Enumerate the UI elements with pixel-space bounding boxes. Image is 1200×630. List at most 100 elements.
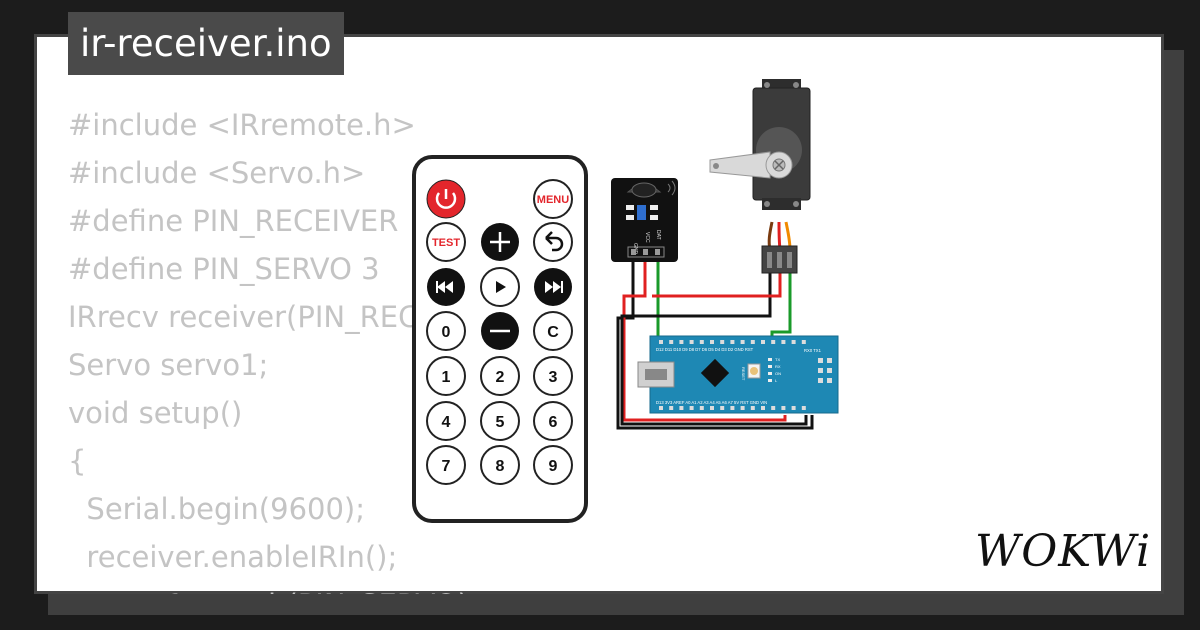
digit-4-button[interactable] — [426, 401, 466, 441]
header-pin — [771, 406, 776, 410]
pin-label-dat: DAT — [655, 230, 661, 240]
header-pin — [801, 340, 806, 344]
code-line: #include <IRremote.h> — [68, 108, 416, 142]
ir-sensor-module[interactable]: GND VCC DAT — [611, 178, 678, 262]
digit-2-label: 2 — [496, 369, 505, 386]
digit-3-label: 3 — [549, 369, 558, 386]
pin-label-gnd: GND — [632, 243, 638, 255]
header-pin — [801, 406, 806, 410]
wokwi-logo: WOKWi — [975, 526, 1152, 577]
pin-header-bottom — [659, 406, 806, 410]
code-line: receiver.enableIRIn(); — [68, 540, 398, 574]
file-name-tab: ir-receiver.ino — [68, 12, 344, 75]
header-pin — [699, 340, 704, 344]
test-button[interactable] — [426, 222, 466, 262]
digit-2-button[interactable] — [480, 356, 520, 396]
header-pin — [781, 340, 786, 344]
header-pin — [791, 340, 796, 344]
header-pin — [761, 340, 765, 344]
led-on — [768, 372, 772, 375]
header-pin — [720, 406, 725, 410]
reset-label: RESET — [741, 367, 746, 381]
header-pin — [679, 340, 684, 344]
microcontroller-chip — [700, 358, 730, 388]
header-pin — [781, 406, 786, 410]
header-pin — [750, 406, 755, 410]
icsp-header — [818, 358, 832, 383]
digit-8-button[interactable] — [480, 445, 520, 485]
digit-1-button[interactable] — [426, 356, 466, 396]
code-line: #define PIN_RECEIVER — [68, 204, 399, 238]
header-pin — [740, 406, 745, 410]
plus-icon — [490, 232, 510, 252]
test-label: TEST — [432, 237, 460, 249]
led-label-tx: TX — [775, 357, 780, 362]
digit-0-label: 0 — [442, 324, 451, 341]
digit-6-label: 6 — [549, 414, 558, 431]
header-pin — [659, 406, 663, 410]
c-label: C — [547, 324, 559, 341]
header-pin — [689, 406, 694, 410]
pin-header-top — [659, 340, 806, 344]
header-pin — [669, 340, 674, 344]
digit-8-label: 8 — [496, 458, 505, 475]
header-pin — [669, 406, 674, 410]
servo-horn[interactable] — [709, 151, 771, 179]
rewind-icon — [437, 281, 453, 293]
servo-motor[interactable] — [709, 79, 811, 274]
digit-5-label: 5 — [496, 414, 505, 431]
header-pin — [689, 340, 694, 344]
menu-button[interactable] — [533, 179, 573, 219]
digit-5-button[interactable] — [480, 401, 520, 441]
code-line: { — [68, 444, 87, 478]
digit-7-button[interactable] — [426, 445, 466, 485]
header-pin — [761, 406, 765, 410]
header-pin — [730, 406, 735, 410]
digit-0-button[interactable] — [426, 311, 466, 351]
code-line: Serial.begin(9600); — [68, 492, 366, 526]
led-label-l: L — [775, 378, 778, 383]
card-shadow-bottom — [48, 594, 1184, 615]
bottom-pin-labels: D13 3V3 AREF A0 A1 A2 A3 A4 A5 A6 A7 5V … — [656, 400, 767, 405]
code-line: void setup() — [68, 396, 243, 430]
code-line: Servo servo1; — [68, 348, 269, 382]
header-pin — [710, 340, 714, 344]
header-pin — [699, 406, 704, 410]
back-icon — [545, 231, 564, 252]
header-pin — [740, 340, 745, 344]
led-l — [768, 379, 772, 382]
header-pin — [710, 406, 714, 410]
code-line: IRrecv receiver(PIN_REC — [68, 300, 419, 334]
digit-9-button[interactable] — [533, 445, 573, 485]
code-preview: #include <IRremote.h> #include <Servo.h>… — [68, 101, 479, 629]
wire-ir-vcc — [622, 255, 787, 422]
wire-servo-gnd — [620, 270, 808, 426]
top-pin-labels: D12 D11 D10 D9 D8 D7 D6 D5 D4 D3 D2 GND … — [656, 347, 754, 352]
c-button[interactable] — [533, 311, 573, 351]
preview-card — [34, 34, 1164, 594]
fast-forward-icon — [545, 281, 561, 293]
arduino-nano[interactable]: D12 D11 D10 D9 D8 D7 D6 D5 D4 D3 D2 GND … — [637, 335, 839, 414]
wires — [616, 221, 814, 430]
header-pin — [720, 340, 725, 344]
led-rx — [768, 365, 772, 368]
pin-label-vcc: VCC — [644, 232, 650, 243]
power-icon — [435, 192, 457, 209]
side-label: RX0 TX1 — [804, 348, 822, 353]
ir-receiver-dome — [631, 182, 657, 198]
play-icon — [496, 281, 506, 293]
digit-4-label: 4 — [442, 414, 451, 431]
code-line: #include <Servo.h> — [68, 156, 366, 190]
digit-3-button[interactable] — [533, 356, 573, 396]
header-pin — [730, 340, 735, 344]
screw-icon — [774, 160, 784, 170]
menu-label: MENU — [537, 194, 569, 206]
back-button[interactable] — [533, 222, 573, 262]
signal-icon — [667, 180, 676, 196]
digit-6-button[interactable] — [533, 401, 573, 441]
led-label-rx: RX — [775, 364, 781, 369]
wire-servo-vcc — [652, 270, 782, 298]
